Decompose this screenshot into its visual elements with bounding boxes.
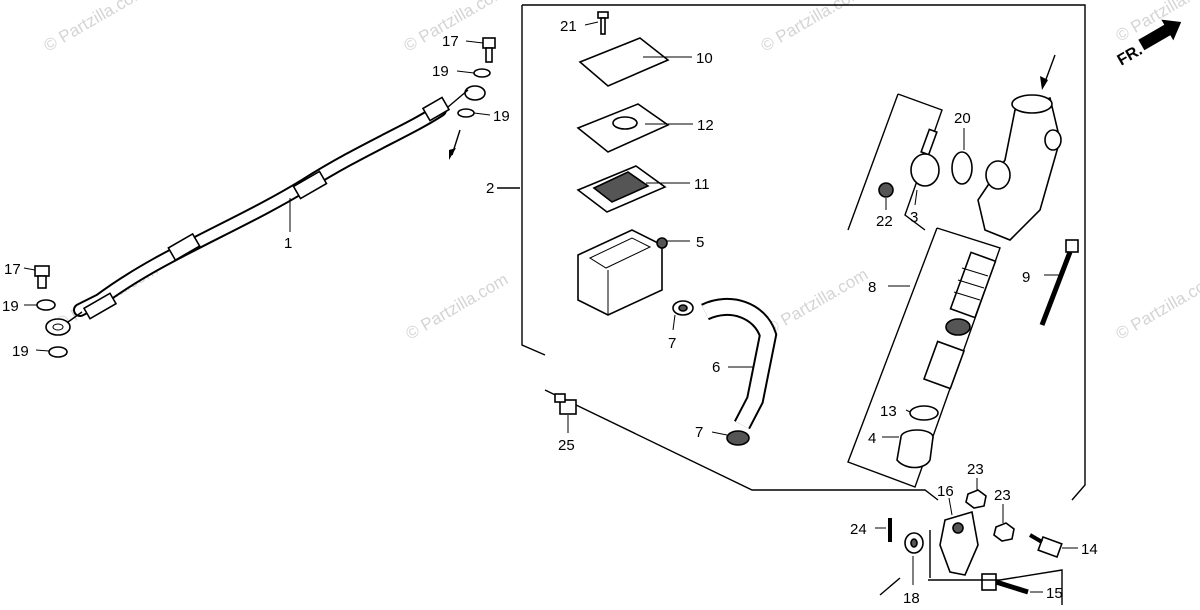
- washer-19: [457, 108, 475, 118]
- callout-19-b: 19: [493, 108, 510, 125]
- joint-3: [910, 128, 940, 187]
- washer-19: [36, 299, 56, 311]
- brake-hose: [45, 85, 486, 336]
- callout-4: 4: [868, 430, 876, 447]
- reservoir-cap-10: [578, 37, 670, 87]
- direction-label: FR.: [1115, 42, 1146, 70]
- callout-7-upper: 7: [668, 335, 676, 352]
- callout-23-b: 23: [994, 487, 1011, 504]
- bolt-17-lower: [34, 265, 50, 289]
- callout-25: 25: [558, 437, 575, 454]
- callout-14: 14: [1081, 541, 1098, 558]
- diaphragm-plate-12: [576, 103, 670, 153]
- push-rod-spring: [949, 251, 997, 319]
- callout-11: 11: [694, 176, 710, 193]
- callout-19-a: 19: [432, 63, 449, 80]
- assembly-outline: [522, 4, 1086, 501]
- callout-6: 6: [712, 359, 720, 376]
- piston-cup: [945, 318, 971, 336]
- callout-1: 1: [284, 235, 292, 252]
- callout-15: 15: [1046, 585, 1063, 602]
- callout-3: 3: [910, 209, 918, 226]
- watermark: © Partzilla.com: [41, 0, 150, 55]
- nut-23-upper: [965, 489, 987, 509]
- callout-22: 22: [876, 213, 893, 230]
- watermark: © Partzilla.com: [1113, 270, 1200, 344]
- piston: [922, 340, 966, 390]
- watermark: © Partzilla.com: [763, 265, 872, 339]
- callout-20: 20: [954, 110, 971, 127]
- screw-21: [597, 11, 609, 35]
- o-ring-20: [951, 151, 973, 185]
- callout-13: 13: [880, 403, 897, 420]
- nut-23-lower: [993, 522, 1015, 542]
- callout-19-d: 19: [12, 343, 29, 360]
- callout-12: 12: [697, 117, 714, 134]
- callout-7-lower: 7: [695, 424, 703, 441]
- callout-17-upper: 17: [442, 33, 459, 50]
- joint-16: [939, 510, 979, 576]
- bolt-22: [878, 182, 894, 198]
- reservoir-body-5: [577, 229, 668, 316]
- bolt-17-upper: [482, 37, 496, 63]
- callout-9: 9: [1022, 269, 1030, 286]
- callout-24: 24: [850, 521, 867, 538]
- callout-2: 2: [486, 180, 494, 197]
- boot-4: [896, 429, 934, 469]
- watermark: © Partzilla.com: [403, 270, 512, 344]
- callout-23-a: 23: [967, 461, 984, 478]
- washer-19: [48, 346, 68, 358]
- callout-21: 21: [560, 18, 577, 35]
- reservoir-hose-6: [701, 297, 778, 430]
- callout-16: 16: [937, 483, 954, 500]
- bolt-9: [1039, 239, 1079, 326]
- callout-17-lower: 17: [4, 261, 21, 278]
- hose-clamp-7-lower: [726, 430, 750, 446]
- master-cylinder-body: [977, 94, 1062, 241]
- washer-19: [473, 68, 491, 78]
- callout-19-c: 19: [2, 298, 19, 315]
- diaphragm-11: [576, 165, 667, 213]
- callout-10: 10: [696, 50, 713, 67]
- bolt-15: [981, 573, 1029, 595]
- circlip-13: [909, 405, 939, 421]
- piston-kit-outline-8: [847, 227, 1001, 488]
- callout-8: 8: [868, 279, 876, 296]
- bolt-25: [554, 393, 577, 415]
- washer-18: [904, 532, 924, 554]
- callout-labels: 1 2 3 4 5 6 7 7 8 9 10 11 12 13 14 15 16…: [2, 18, 1098, 607]
- hose-clamp-7-upper: [672, 300, 694, 316]
- callout-18: 18: [903, 590, 920, 607]
- callout-5: 5: [696, 234, 704, 251]
- bolt-14: [1028, 533, 1063, 559]
- watermark: © Partzilla.com: [758, 0, 867, 55]
